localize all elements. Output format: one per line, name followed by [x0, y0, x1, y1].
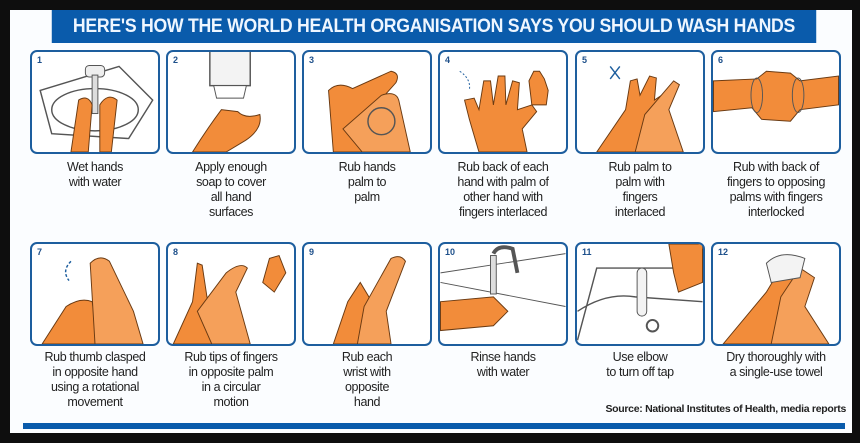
step-number: 6	[718, 55, 724, 65]
step-7-panel: 7	[30, 242, 160, 346]
rinse-hands-icon	[440, 245, 566, 332]
step-9-panel: 9	[302, 242, 432, 346]
thumb-rotation-icon	[41, 257, 144, 344]
step-number: 11	[582, 247, 592, 257]
step-11-panel: 11	[575, 242, 705, 346]
step-6-panel: 6	[711, 50, 841, 154]
step-number: 1	[37, 55, 43, 65]
step-number: 7	[37, 247, 43, 257]
step-5-panel: 5	[575, 50, 705, 154]
step-number: 9	[309, 247, 315, 257]
step-number: 10	[445, 247, 456, 257]
step-1-panel: 1	[30, 50, 160, 154]
step-4-panel: 4	[438, 50, 568, 154]
fingers-interlaced-icon	[596, 65, 684, 152]
step-3-panel: 3	[302, 50, 432, 154]
step-12-panel: 12	[711, 242, 841, 346]
fingers-interlocked-icon	[713, 70, 839, 122]
step-8-panel: 8	[166, 242, 296, 346]
bottom-rule	[23, 423, 845, 429]
title-banner: HERE'S HOW THE WORLD HEALTH ORGANISATION…	[51, 10, 817, 43]
step-10-panel: 10	[438, 242, 568, 346]
step-number: 2	[173, 55, 179, 65]
step-number: 8	[173, 247, 179, 257]
palm-to-palm-icon	[328, 70, 411, 152]
back-of-hands-icon	[459, 70, 549, 152]
wet-hands-icon	[39, 64, 154, 152]
step-number: 3	[309, 55, 315, 65]
apply-soap-icon	[191, 52, 261, 152]
step-2-panel: 2	[166, 50, 296, 154]
elbow-tap-icon	[577, 244, 703, 341]
dry-towel-icon	[722, 254, 830, 344]
source-credit: Source: National Institutes of Health, m…	[605, 403, 846, 415]
step-number: 5	[582, 55, 588, 65]
step-number: 4	[445, 55, 451, 65]
step-number: 12	[718, 247, 729, 257]
fingertips-palm-icon	[172, 254, 287, 344]
infographic-card: HERE'S HOW THE WORLD HEALTH ORGANISATION…	[10, 10, 852, 433]
wrist-rub-icon	[332, 256, 406, 344]
